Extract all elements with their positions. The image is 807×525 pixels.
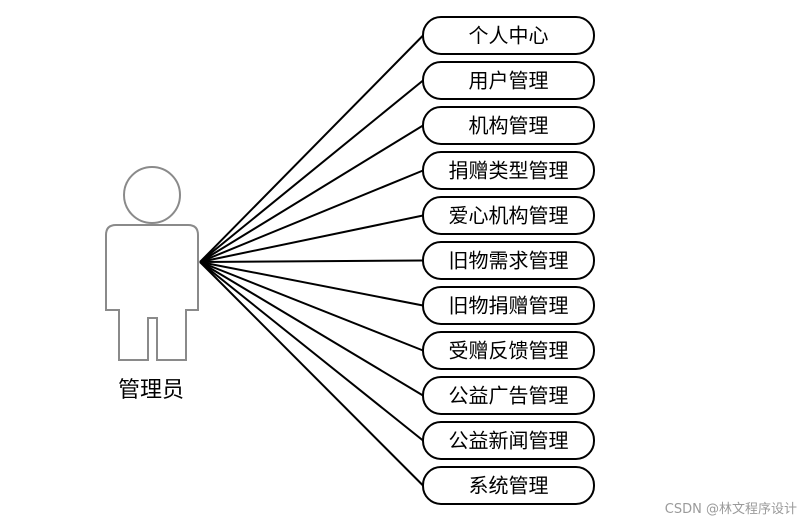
actor-label: 管理员 bbox=[118, 378, 184, 403]
use-case-node: 机构管理 bbox=[422, 106, 595, 145]
association-line bbox=[199, 261, 424, 487]
use-case-box bbox=[422, 286, 595, 325]
use-case-label: 旧物捐赠管理 bbox=[449, 294, 569, 318]
use-case-box bbox=[422, 151, 595, 190]
use-case-node: 个人中心 bbox=[422, 16, 595, 55]
use-case-nodes: 个人中心用户管理机构管理捐赠类型管理爱心机构管理旧物需求管理旧物捐赠管理受赠反馈… bbox=[422, 16, 595, 505]
use-case-box bbox=[422, 376, 595, 415]
actor-head bbox=[123, 166, 181, 224]
use-case-node: 公益广告管理 bbox=[422, 376, 595, 415]
association-line bbox=[199, 261, 424, 397]
actor-figure bbox=[105, 166, 199, 361]
use-case-label: 旧物需求管理 bbox=[449, 249, 569, 273]
association-line bbox=[199, 79, 424, 263]
use-case-box bbox=[422, 196, 595, 235]
association-line bbox=[199, 261, 424, 307]
use-case-node: 爱心机构管理 bbox=[422, 196, 595, 235]
use-case-node: 用户管理 bbox=[422, 61, 595, 100]
use-case-label: 机构管理 bbox=[469, 114, 549, 138]
use-case-node: 系统管理 bbox=[422, 466, 595, 505]
use-case-node: 旧物捐赠管理 bbox=[422, 286, 595, 325]
association-lines bbox=[199, 34, 424, 487]
use-case-box bbox=[422, 466, 595, 505]
use-case-node: 捐赠类型管理 bbox=[422, 151, 595, 190]
association-line bbox=[199, 34, 424, 263]
use-case-label: 系统管理 bbox=[469, 474, 549, 498]
use-case-label: 公益新闻管理 bbox=[449, 429, 569, 453]
use-case-label: 捐赠类型管理 bbox=[449, 159, 569, 183]
use-case-box bbox=[422, 61, 595, 100]
use-case-node: 旧物需求管理 bbox=[422, 241, 595, 280]
use-case-box bbox=[422, 421, 595, 460]
association-line bbox=[199, 259, 424, 263]
association-line bbox=[199, 214, 424, 263]
use-case-box bbox=[422, 331, 595, 370]
use-case-label: 公益广告管理 bbox=[449, 384, 569, 408]
use-case-box bbox=[422, 16, 595, 55]
use-case-node: 公益新闻管理 bbox=[422, 421, 595, 460]
use-case-label: 个人中心 bbox=[469, 24, 549, 48]
use-case-label: 爱心机构管理 bbox=[449, 204, 569, 228]
use-case-label: 受赠反馈管理 bbox=[449, 339, 569, 363]
use-case-box bbox=[422, 106, 595, 145]
use-case-label: 用户管理 bbox=[469, 69, 549, 93]
association-line bbox=[199, 169, 424, 263]
use-case-node: 受赠反馈管理 bbox=[422, 331, 595, 370]
use-case-box bbox=[422, 241, 595, 280]
association-line bbox=[199, 261, 424, 352]
actor-body bbox=[105, 224, 199, 361]
association-line bbox=[199, 124, 424, 263]
watermark: CSDN @林文程序设计 bbox=[664, 502, 797, 517]
association-line bbox=[199, 261, 424, 442]
